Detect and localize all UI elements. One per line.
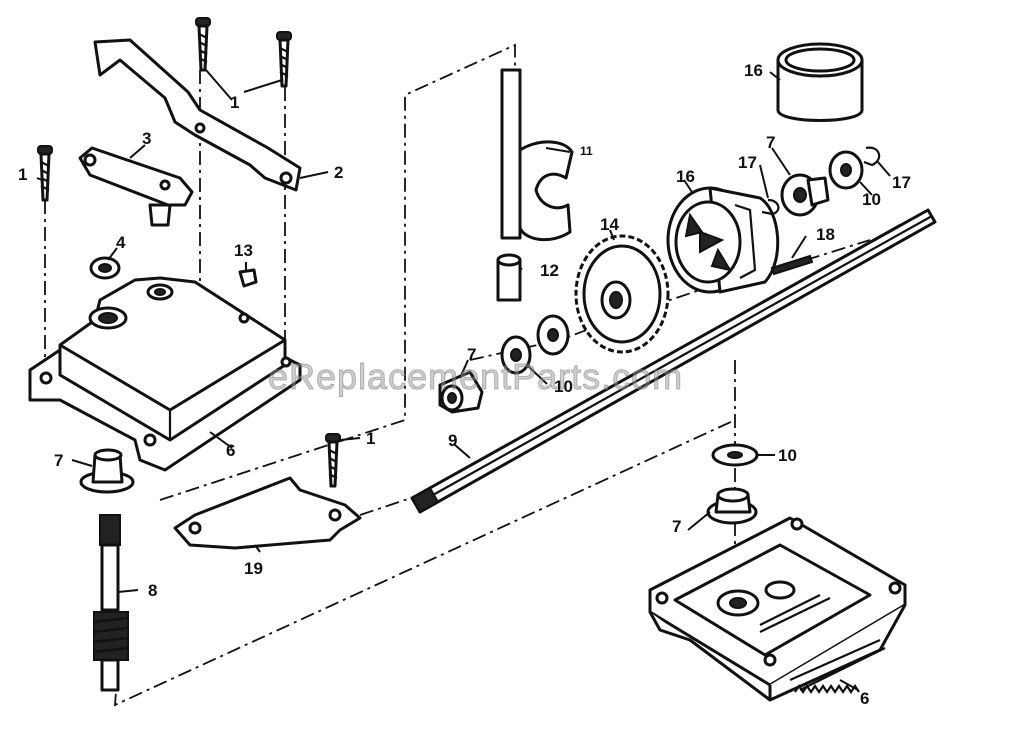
shift-fork: [496, 68, 574, 302]
key: [770, 254, 814, 276]
callout-3: 3: [142, 129, 151, 148]
leader-lines: [36, 69, 891, 691]
shift-arm-pin: [148, 203, 172, 227]
washer-right: [711, 443, 759, 467]
callout-2: 2: [334, 163, 343, 182]
callout-16-top: 16: [744, 61, 763, 80]
callout-1-top: 1: [230, 93, 239, 112]
screw-top-left: [195, 17, 211, 72]
callout-10-right: 10: [778, 446, 797, 465]
callout-7-mid: 7: [467, 345, 476, 364]
bracket-hole-2: [194, 122, 206, 134]
sleeve: [776, 42, 864, 122]
screw-bottom: [325, 433, 341, 488]
callout-1-left: 1: [18, 165, 27, 184]
callout-18: 18: [816, 225, 835, 244]
callout-6-right: 6: [860, 689, 869, 708]
callout-14: 14: [600, 215, 619, 234]
callout-12: 12: [540, 261, 559, 280]
callout-16-gear: 16: [676, 167, 695, 186]
vent-plug: [238, 268, 258, 288]
bushing-top: [780, 173, 830, 217]
callout-17-left: 17: [738, 153, 757, 172]
callout-11: 11: [580, 144, 593, 158]
clutch-pulley: [666, 186, 780, 294]
callout-10-top: 10: [862, 190, 881, 209]
callout-10-mid: 10: [554, 377, 573, 396]
bracket-hole: [279, 171, 293, 185]
axle-shaft: [410, 208, 937, 514]
plate: [173, 476, 362, 550]
worm-shaft: [93, 514, 129, 692]
callout-19: 19: [244, 559, 263, 578]
callout-7-top: 7: [766, 133, 775, 152]
callout-8: 8: [148, 581, 157, 600]
mounting-bracket: [93, 38, 302, 192]
callout-7-left: 7: [54, 451, 63, 470]
bushing-left: [79, 448, 135, 494]
callout-7-right: 7: [672, 517, 681, 536]
retaining-ring-left: [761, 198, 780, 216]
callout-6-left: 6: [226, 441, 235, 460]
screw-top-right: [276, 31, 292, 88]
washer-top: [828, 150, 864, 190]
callout-9: 9: [448, 431, 457, 450]
callout-17-right: 17: [892, 173, 911, 192]
callout-4: 4: [116, 233, 126, 252]
spur-gear: [574, 234, 670, 354]
lower-housing: [648, 516, 907, 702]
shift-arm: [78, 146, 194, 207]
washer-mid-1: [500, 335, 532, 375]
callout-13: 13: [234, 241, 253, 260]
hex-nut: [89, 256, 121, 280]
retaining-ring-right: [863, 146, 881, 167]
washer-mid-2: [536, 314, 570, 356]
callout-1-bottom: 1: [366, 429, 375, 448]
bushing-right: [706, 487, 758, 525]
screw-left: [37, 145, 53, 202]
upper-housing: [28, 276, 302, 472]
callout-labels: 1 1 1 2 3 4 6 6 7 7 7 7 8 9 10 10 10 11 …: [18, 61, 911, 708]
bushing-mid: [438, 370, 484, 414]
